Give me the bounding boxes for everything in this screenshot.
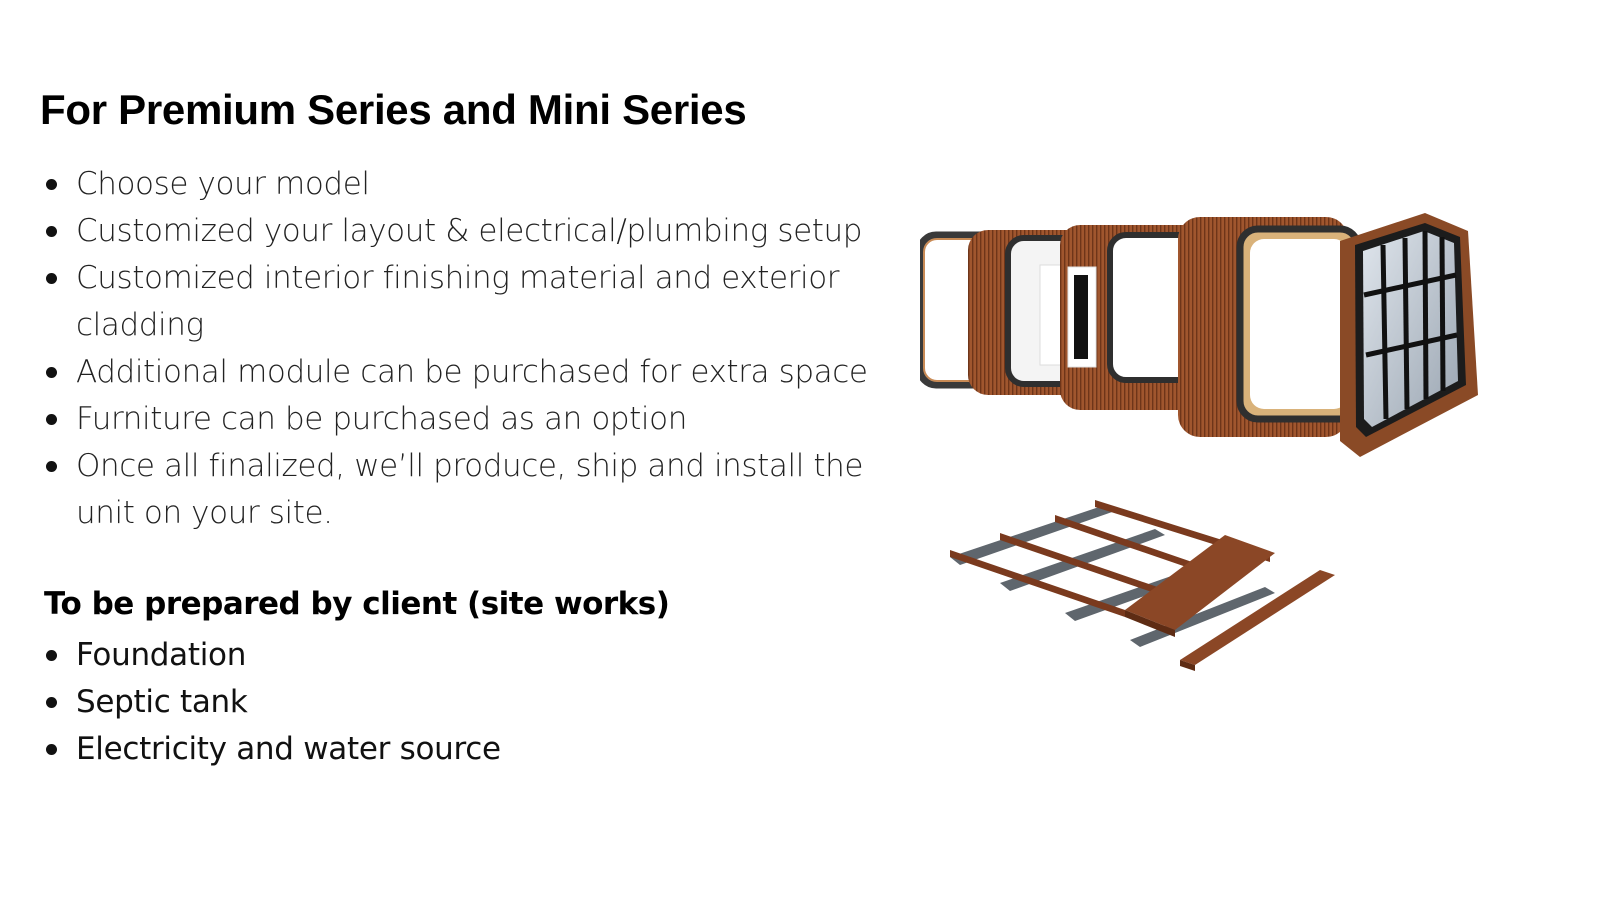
list-item: Electricity and water source [44, 726, 644, 773]
loose-board [1180, 570, 1335, 671]
list-item: Customized interior finishing material a… [44, 255, 874, 349]
list-item-text: Additional module can be purchased for e… [76, 354, 868, 390]
bullet-icon [46, 414, 57, 425]
list-item: Foundation [44, 632, 644, 679]
list-item: Additional module can be purchased for e… [44, 349, 874, 396]
list-item-text: Customized interior finishing material a… [76, 260, 840, 343]
deck-boards [1125, 535, 1275, 637]
page-title: For Premium Series and Mini Series [40, 86, 747, 133]
list-item-text: Electricity and water source [76, 731, 501, 767]
client-works-list: Foundation Septic tank Electricity and w… [44, 632, 644, 773]
list-item-text: Choose your model [76, 166, 370, 202]
list-item-text: Foundation [76, 637, 247, 673]
list-item: Choose your model [44, 161, 874, 208]
list-item: Septic tank [44, 679, 644, 726]
glazed-end-module [1340, 213, 1478, 457]
list-item-text: Septic tank [76, 684, 248, 720]
bullet-icon [46, 697, 57, 708]
bullet-icon [46, 179, 57, 190]
bullet-icon [46, 461, 57, 472]
list-item-text: Once all finalized, we’ll produce, ship … [76, 448, 864, 531]
bullet-icon [46, 650, 57, 661]
client-section-title: To be prepared by client (site works) [44, 586, 670, 622]
process-steps-list: Choose your model Customized your layout… [44, 161, 874, 537]
list-item: Furniture can be purchased as an option [44, 396, 874, 443]
base-deck-illustration [950, 500, 1335, 671]
exploded-module-illustration [920, 213, 1478, 457]
bullet-icon [46, 744, 57, 755]
bullet-icon [46, 367, 57, 378]
list-item: Once all finalized, we’ll produce, ship … [44, 443, 874, 537]
list-item: Customized your layout & electrical/plum… [44, 208, 874, 255]
list-item-text: Furniture can be purchased as an option [76, 401, 687, 437]
module-frame-4 [1178, 217, 1362, 437]
bullet-icon [46, 226, 57, 237]
bullet-icon [46, 273, 57, 284]
list-item-text: Customized your layout & electrical/plum… [76, 213, 863, 249]
